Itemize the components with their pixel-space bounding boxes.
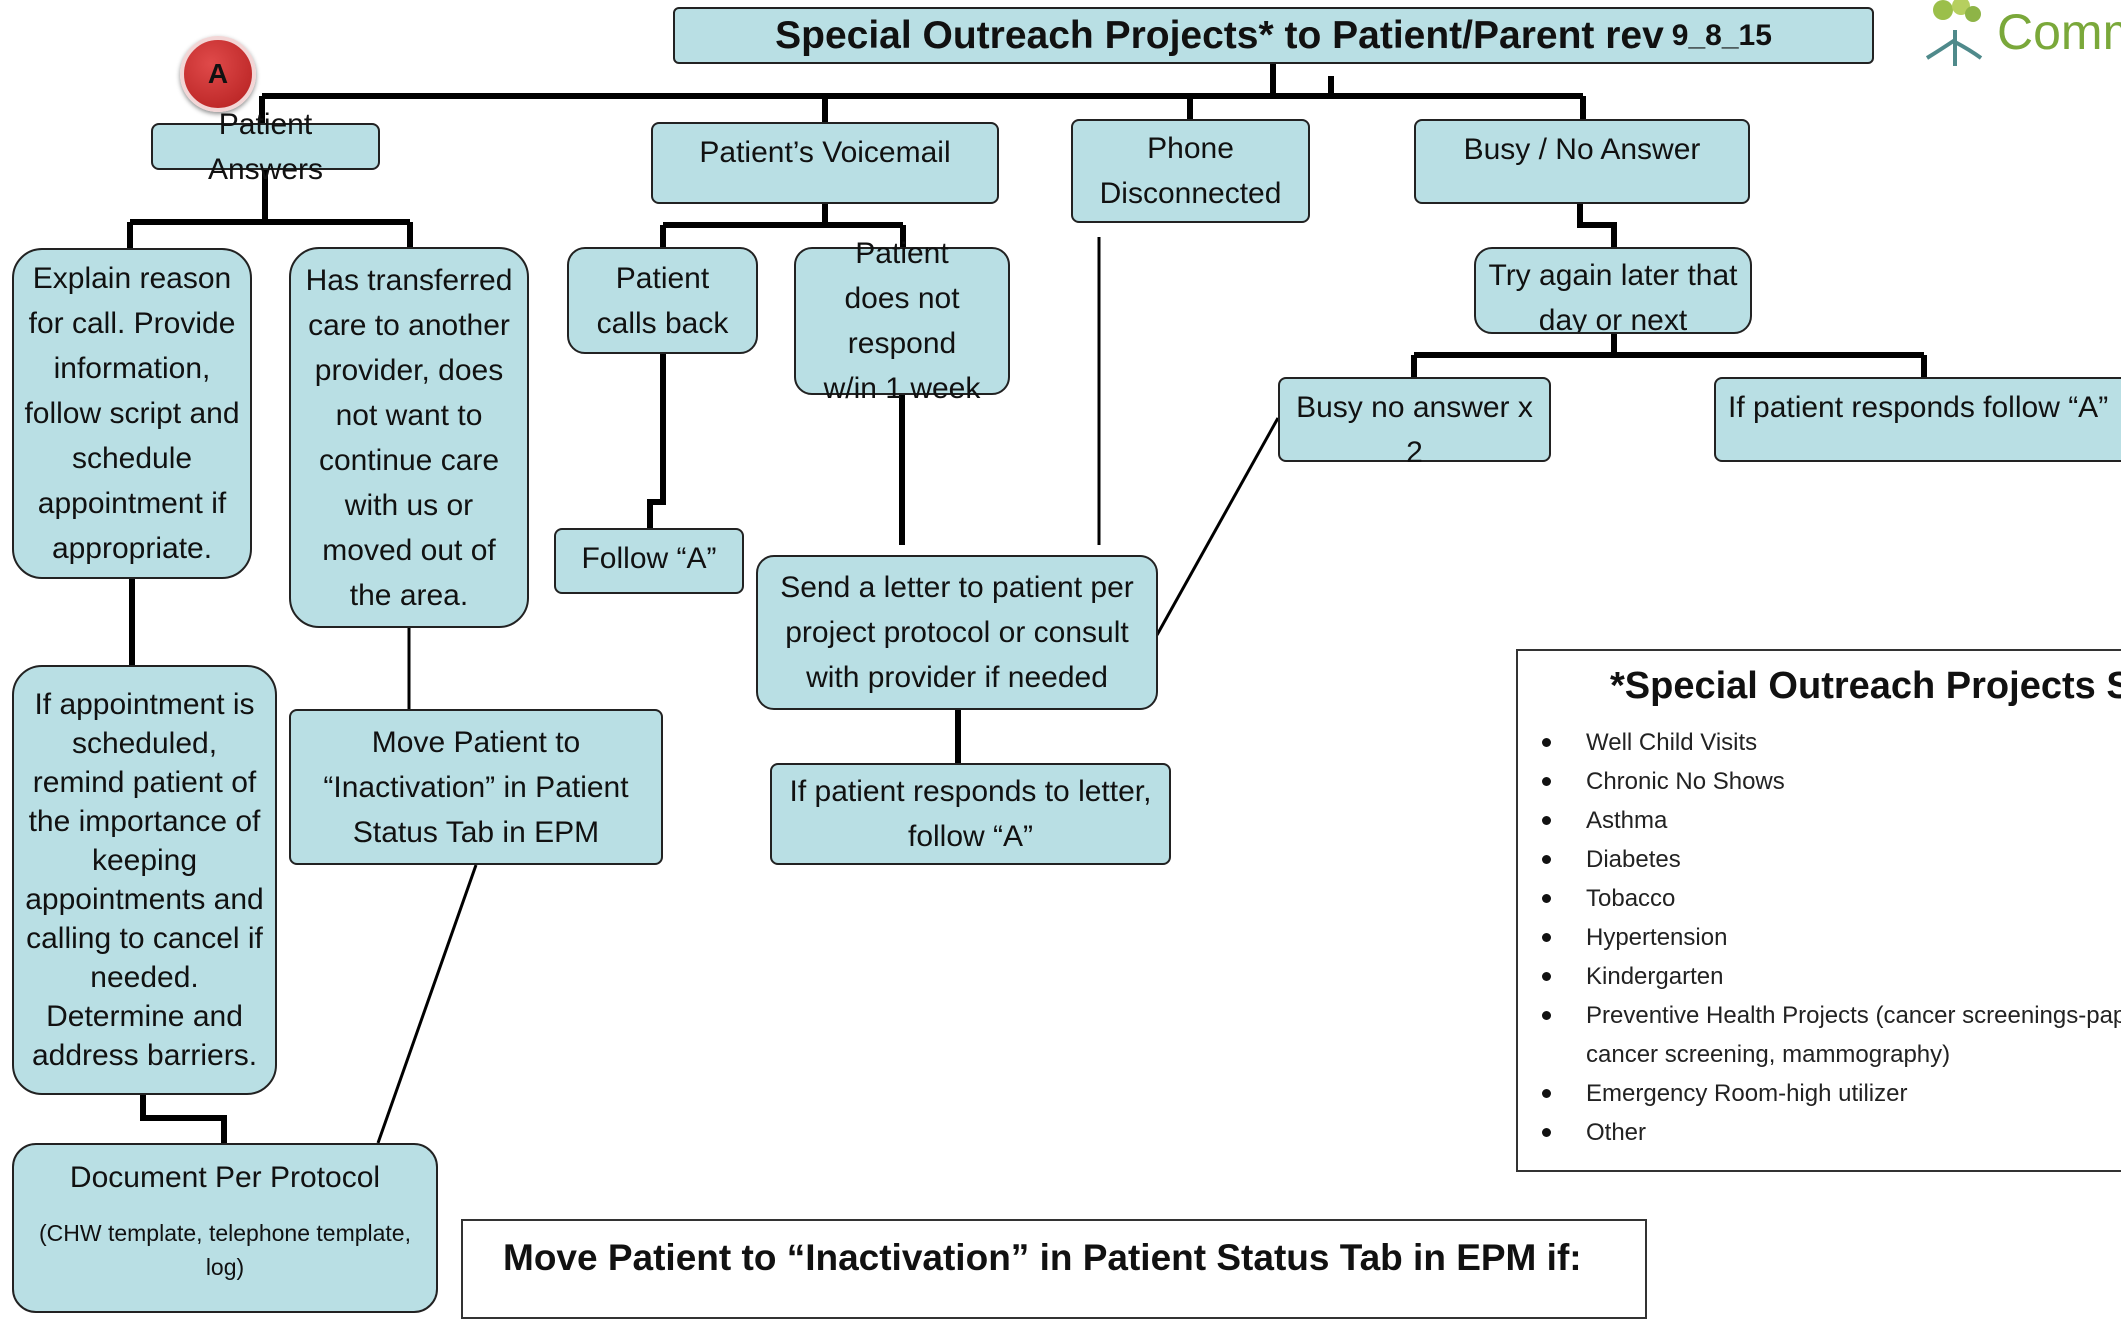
list-item: Chronic No Shows [1518,762,2121,801]
node-patients-voicemail: Patient’s Voicemail [651,122,999,204]
node-if-patient-responds: If patient responds follow “A” [1714,377,2121,462]
node-label: Try again later that day or next [1488,259,1738,334]
node-send-letter: Send a letter to patient per project pro… [756,555,1158,710]
projects-list: Well Child Visits Chronic No Shows Asthm… [1518,723,2121,1152]
node-label: Busy / No Answer [1463,133,1701,166]
connector [376,864,478,1144]
node-responds-to-letter: If patient responds to letter, follow “A… [770,763,1171,865]
node-explain-reason: Explain reason for call. Provide informa… [12,248,252,579]
marker-badge-a: A [180,36,256,112]
title-text: Special Outreach Projects* to Patient/Pa… [775,14,1664,57]
node-move-to-inactivation: Move Patient to “Inactivation” in Patien… [289,709,663,865]
title-revision: 9_8_15 [1671,19,1772,52]
list-item: Asthma [1518,801,2121,840]
node-busy-no-answer-x2: Busy no answer x 2 [1278,377,1551,469]
node-label: Explain reason for call. Provide informa… [24,262,240,565]
list-item: Hypertension [1518,918,2121,957]
connector [1155,417,1280,636]
node-patient-calls-back: Patient calls back [567,247,758,354]
node-patient-does-not-respond: Patient does not respond w/in 1 week [794,237,1010,405]
node-sublabel: (CHW template, telephone template, log) [38,1220,411,1280]
page-title: Special Outreach Projects* to Patient/Pa… [673,7,1874,64]
node-follow-a: Follow “A” [554,528,744,594]
list-item: Tobacco [1518,879,2121,918]
node-appointment-reminder: If appointment is scheduled, remind pati… [12,665,277,1095]
connector [647,352,666,528]
node-label: If patient responds to letter, follow “A… [789,775,1152,853]
node-try-again-later: Try again later that day or next [1474,247,1752,334]
special-outreach-projects-panel: *Special Outreach Projects Su Well Child… [1516,649,2121,1172]
tree-icon [1925,0,1983,66]
node-label: Follow “A” [581,542,717,575]
node-phone-disconnected: Phone Disconnected [1071,119,1310,223]
connector [140,1093,227,1143]
node-label: Patient’s Voicemail [699,136,951,169]
node-transferred-care: Has transferred care to another provider… [289,247,529,628]
list-item: Other [1518,1113,2121,1152]
node-label: Move Patient to “Inactivation” in Patien… [323,725,629,849]
node-label: Patient calls back [596,261,729,340]
logo-text: Comm [1997,4,2121,60]
organization-logo: Comm [1915,0,2121,66]
node-label: Patient Answers [207,107,324,186]
list-item: Well Child Visits [1518,723,2121,762]
node-label: Document Per Protocol [69,1161,381,1194]
node-label: Has transferred care to another provider… [305,263,513,612]
badge-label: A [207,58,229,89]
inactivation-criteria-title: Move Patient to “Inactivation” in Patien… [503,1237,1582,1278]
node-label: Phone Disconnected [1099,132,1282,210]
list-item: Preventive Health Projects (cancer scree… [1518,996,2121,1074]
node-document-per-protocol: Document Per Protocol (CHW template, tel… [12,1143,438,1313]
node-label: If patient responds follow “A” [1728,391,2109,424]
panel-title: *Special Outreach Projects Su [1610,665,2121,707]
node-patient-answers: Patient Answers [151,108,380,186]
list-item: Kindergarten [1518,957,2121,996]
node-label: Send a letter to patient per project pro… [780,571,1134,694]
list-item: Emergency Room-high utilizer [1518,1074,2121,1113]
node-label: If appointment is scheduled, remind pati… [25,688,264,1072]
node-busy-no-answer: Busy / No Answer [1414,119,1750,204]
connector [1577,202,1617,248]
node-label: Patient does not respond w/in 1 week [823,237,981,405]
inactivation-criteria-box: Move Patient to “Inactivation” in Patien… [461,1219,1647,1319]
list-item: Diabetes [1518,840,2121,879]
node-label: Busy no answer x 2 [1296,391,1533,469]
